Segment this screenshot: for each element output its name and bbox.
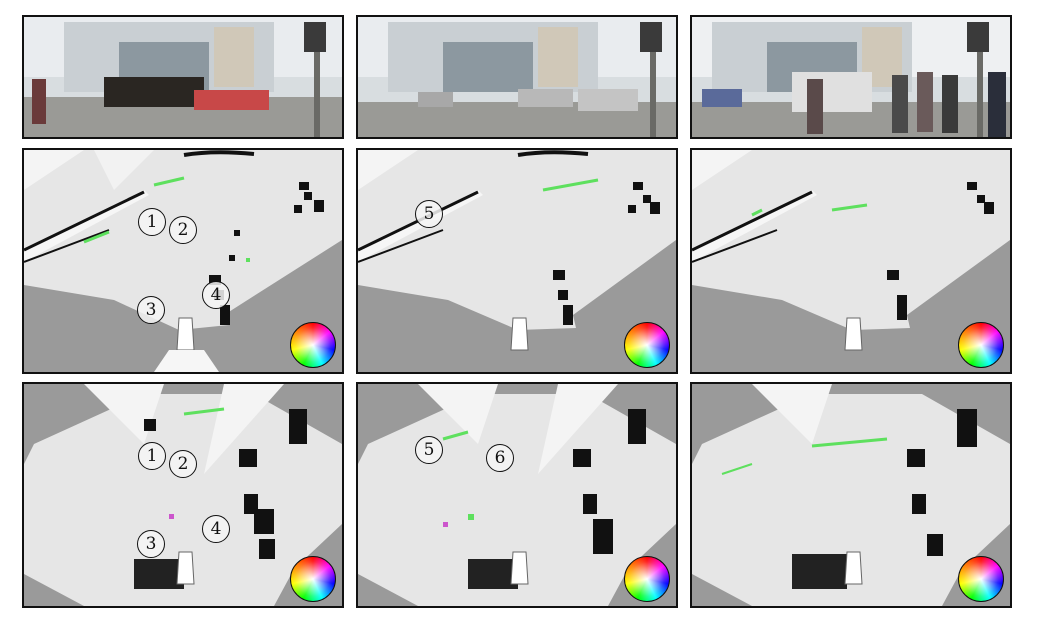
camera-image-2: [356, 15, 678, 139]
region-marker-6: 6: [486, 444, 514, 472]
grid-map-b-3: [690, 382, 1012, 608]
grid-map-b-1: 1 2 3 4: [22, 382, 344, 608]
color-wheel-icon: [290, 556, 336, 602]
color-wheel-icon: [290, 322, 336, 368]
color-wheel-icon: [624, 322, 670, 368]
camera-image-3: [690, 15, 1012, 139]
grid-map-a-1: 1 2 3 4: [22, 148, 344, 374]
color-wheel-icon: [958, 556, 1004, 602]
region-marker-3: 3: [137, 296, 165, 324]
region-marker-5: 5: [415, 436, 443, 464]
color-wheel-icon: [958, 322, 1004, 368]
grid-map-b-2: 5 6: [356, 382, 678, 608]
region-marker-1: 1: [138, 442, 166, 470]
region-marker-5: 5: [415, 200, 443, 228]
region-marker-4: 4: [202, 281, 230, 309]
region-marker-2: 2: [169, 450, 197, 478]
region-marker-4: 4: [202, 515, 230, 543]
camera-image-1: [22, 15, 344, 139]
grid-map-a-2: 5: [356, 148, 678, 374]
grid-map-a-3: [690, 148, 1012, 374]
color-wheel-icon: [624, 556, 670, 602]
region-marker-1: 1: [138, 208, 166, 236]
region-marker-3: 3: [137, 530, 165, 558]
region-marker-2: 2: [169, 216, 197, 244]
